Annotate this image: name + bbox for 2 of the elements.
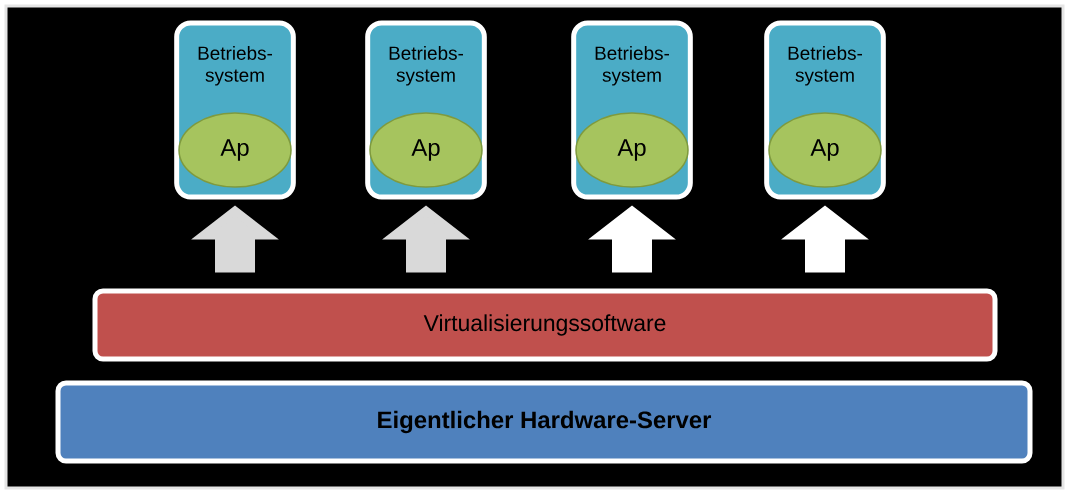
software-layer-bar: Virtualisierungssoftware [92, 288, 998, 362]
hardware-bar: Eigentlicher Hardware-Server [55, 380, 1033, 464]
